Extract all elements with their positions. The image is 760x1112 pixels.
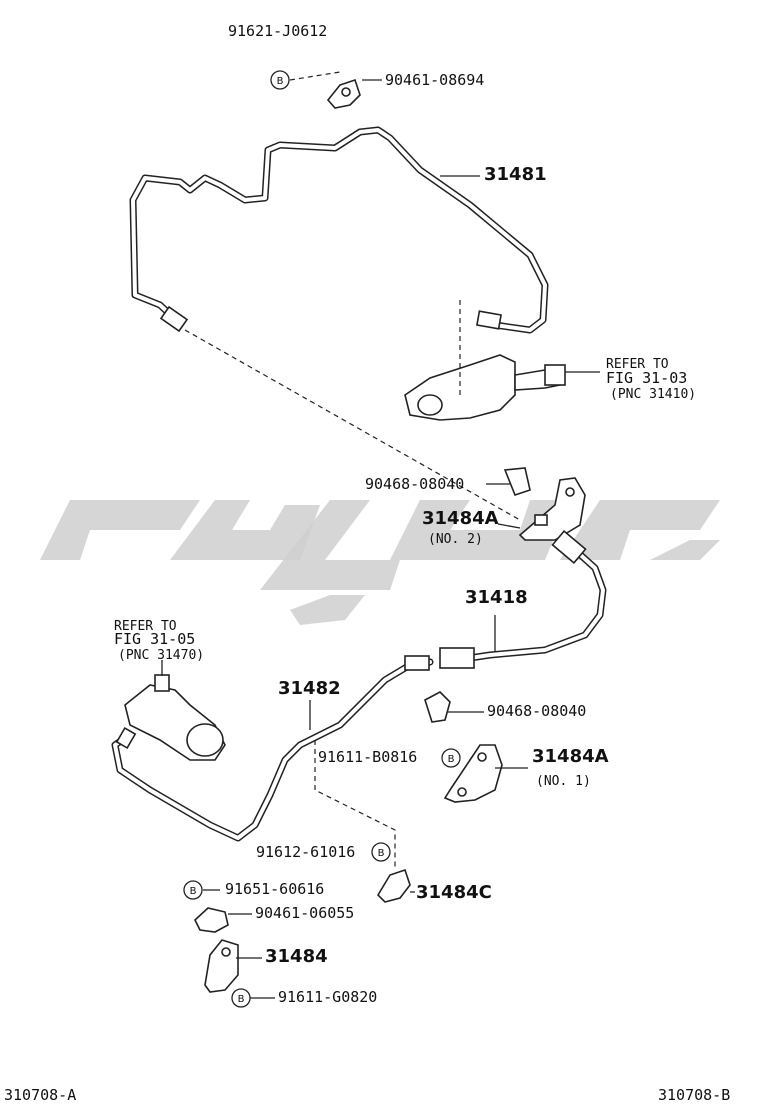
master-cylinder-top xyxy=(404,354,600,421)
pipe-31482 xyxy=(111,655,434,842)
label-refer1-line3: (PNC 31410) xyxy=(610,387,696,402)
clip-31484C xyxy=(376,868,411,903)
label-refer2-line2: FIG 31-05 xyxy=(114,630,195,648)
label-refer1-line1: REFER TO xyxy=(606,357,669,372)
footer-right: 310708-B xyxy=(658,1086,730,1104)
label-no2: (NO. 2) xyxy=(428,532,483,547)
label-90468-08040-lower: 90468-08040 xyxy=(487,702,586,720)
slave-cylinder xyxy=(124,660,226,761)
label-90468-08040-upper: 90468-08040 xyxy=(365,475,464,493)
label-refer2-line3: (PNC 31470) xyxy=(118,648,204,663)
leader-lines xyxy=(203,79,528,999)
svg-text:B: B xyxy=(378,848,385,859)
hose-31418 xyxy=(439,529,607,669)
pipe-31481 xyxy=(129,126,549,334)
svg-text:B: B xyxy=(190,886,197,897)
label-31484: 31484 xyxy=(265,946,328,967)
label-31484A-no1: 31484A xyxy=(532,746,609,767)
bolt-symbol-3: B xyxy=(371,842,391,862)
leader-91621 xyxy=(289,71,341,81)
label-91612-61016: 91612-61016 xyxy=(256,843,355,861)
label-31482: 31482 xyxy=(278,678,341,699)
clamp-90461-06055 xyxy=(194,907,229,933)
label-90461-08694: 90461-08694 xyxy=(385,71,484,89)
bracket-31484A-no1 xyxy=(443,744,503,803)
label-refer1-line2: FIG 31-03 xyxy=(606,369,687,387)
label-refer2-line1: REFER TO xyxy=(114,619,177,634)
bracket-31484 xyxy=(204,939,239,993)
label-31418: 31418 xyxy=(465,587,528,608)
svg-text:B: B xyxy=(238,994,245,1005)
footer-left: 310708-A xyxy=(4,1086,76,1104)
label-91621-J0612: 91621-J0612 xyxy=(228,22,327,40)
leader-31482-clip xyxy=(314,740,396,870)
label-31481: 31481 xyxy=(484,164,547,185)
label-31484C: 31484C xyxy=(416,882,492,903)
label-91611-B0816: 91611-B0816 xyxy=(318,748,417,766)
clip-90461-08694 xyxy=(326,78,361,109)
svg-text:B: B xyxy=(448,754,455,765)
svg-text:B: B xyxy=(277,76,284,87)
watermark-logo xyxy=(40,500,720,625)
label-31484A-no2: 31484A xyxy=(422,508,499,529)
label-91611-G0820: 91611-G0820 xyxy=(278,988,377,1006)
bolt-symbol-2: B xyxy=(441,748,461,768)
bolt-symbol-4: B xyxy=(183,880,203,900)
label-no1: (NO. 1) xyxy=(536,774,591,789)
label-90461-06055: 90461-06055 xyxy=(255,904,354,922)
label-91651-60616: 91651-60616 xyxy=(225,880,324,898)
clip-90468-08040-lower xyxy=(424,691,451,723)
bracket-31484A-no2 xyxy=(503,467,586,541)
bolt-symbol-5: B xyxy=(231,988,251,1008)
leader-pipe-to-bracket xyxy=(184,329,521,521)
bolt-symbol-1: B xyxy=(270,70,290,90)
